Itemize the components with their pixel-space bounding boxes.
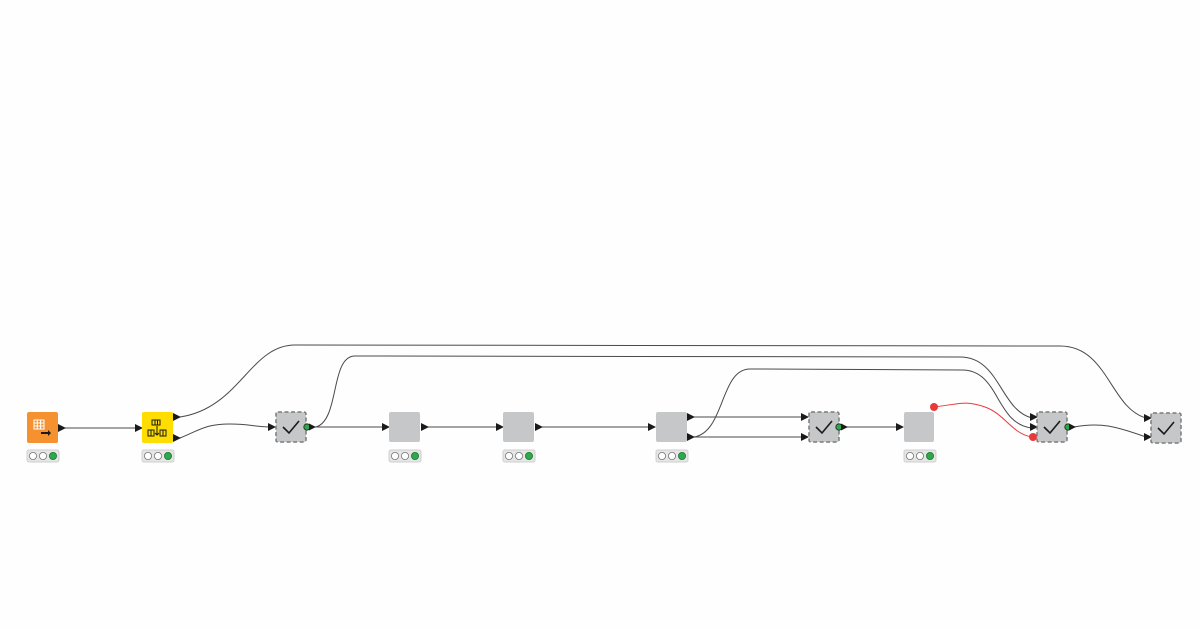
input-port-bottom[interactable]: [801, 433, 809, 441]
checkmark-icon: [815, 420, 833, 435]
input-port[interactable]: [268, 423, 276, 431]
node-component-2[interactable]: [801, 411, 848, 443]
node-component-3[interactable]: [1029, 411, 1076, 443]
flow-variable-connection-metanode-4-to-component-3[interactable]: [933, 402, 1033, 438]
node-status-traffic-light: [502, 449, 536, 463]
node-status-traffic-light: [388, 449, 422, 463]
node-status-traffic-light: [141, 449, 175, 463]
flow-variable-output-port[interactable]: [930, 403, 938, 411]
output-port-bottom[interactable]: [687, 433, 695, 441]
output-port[interactable]: [58, 424, 66, 432]
node-status-traffic-light: [655, 449, 689, 463]
output-port[interactable]: [535, 423, 543, 431]
node-column-splitter[interactable]: [135, 412, 181, 463]
node-metanode-1[interactable]: [382, 412, 429, 463]
checkmark-icon: [1043, 420, 1061, 435]
input-port[interactable]: [648, 423, 656, 431]
flow-variable-input-port[interactable]: [1029, 433, 1037, 441]
output-port[interactable]: [841, 423, 848, 431]
node-component-4[interactable]: [1144, 412, 1182, 444]
table-output-icon: [33, 419, 51, 436]
input-port-top[interactable]: [801, 413, 809, 421]
output-port-top[interactable]: [687, 413, 695, 421]
output-port-top[interactable]: [173, 413, 181, 421]
column-split-icon: [147, 419, 167, 437]
node-table-creator[interactable]: [26, 412, 66, 463]
output-port[interactable]: [309, 423, 316, 431]
input-port[interactable]: [382, 423, 390, 431]
node-metanode-2[interactable]: [496, 412, 543, 463]
nodes-layer: [26, 403, 1182, 463]
input-port[interactable]: [496, 423, 504, 431]
input-port[interactable]: [135, 424, 143, 432]
connection-column-splitter-to-component-4[interactable]: [179, 344, 1147, 419]
connection-component-3-to-component-4[interactable]: [1073, 424, 1147, 438]
node-component-1[interactable]: [268, 411, 316, 443]
output-port[interactable]: [421, 423, 429, 431]
checkmark-icon: [1157, 421, 1175, 436]
output-port[interactable]: [1069, 423, 1076, 431]
connection-column-splitter-to-component-1[interactable]: [179, 423, 271, 439]
connections-layer: [65, 344, 1147, 439]
node-status-traffic-light: [26, 449, 60, 463]
node-metanode-4[interactable]: [896, 403, 938, 463]
node-metanode-3[interactable]: [648, 412, 695, 463]
node-status-traffic-light: [903, 449, 937, 463]
connection-metanode-3-to-component-3[interactable]: [693, 368, 1033, 438]
output-port-bottom[interactable]: [173, 434, 181, 442]
connection-component-1-to-component-3[interactable]: [315, 355, 1033, 428]
input-port[interactable]: [896, 423, 904, 431]
checkmark-icon: [282, 420, 300, 435]
